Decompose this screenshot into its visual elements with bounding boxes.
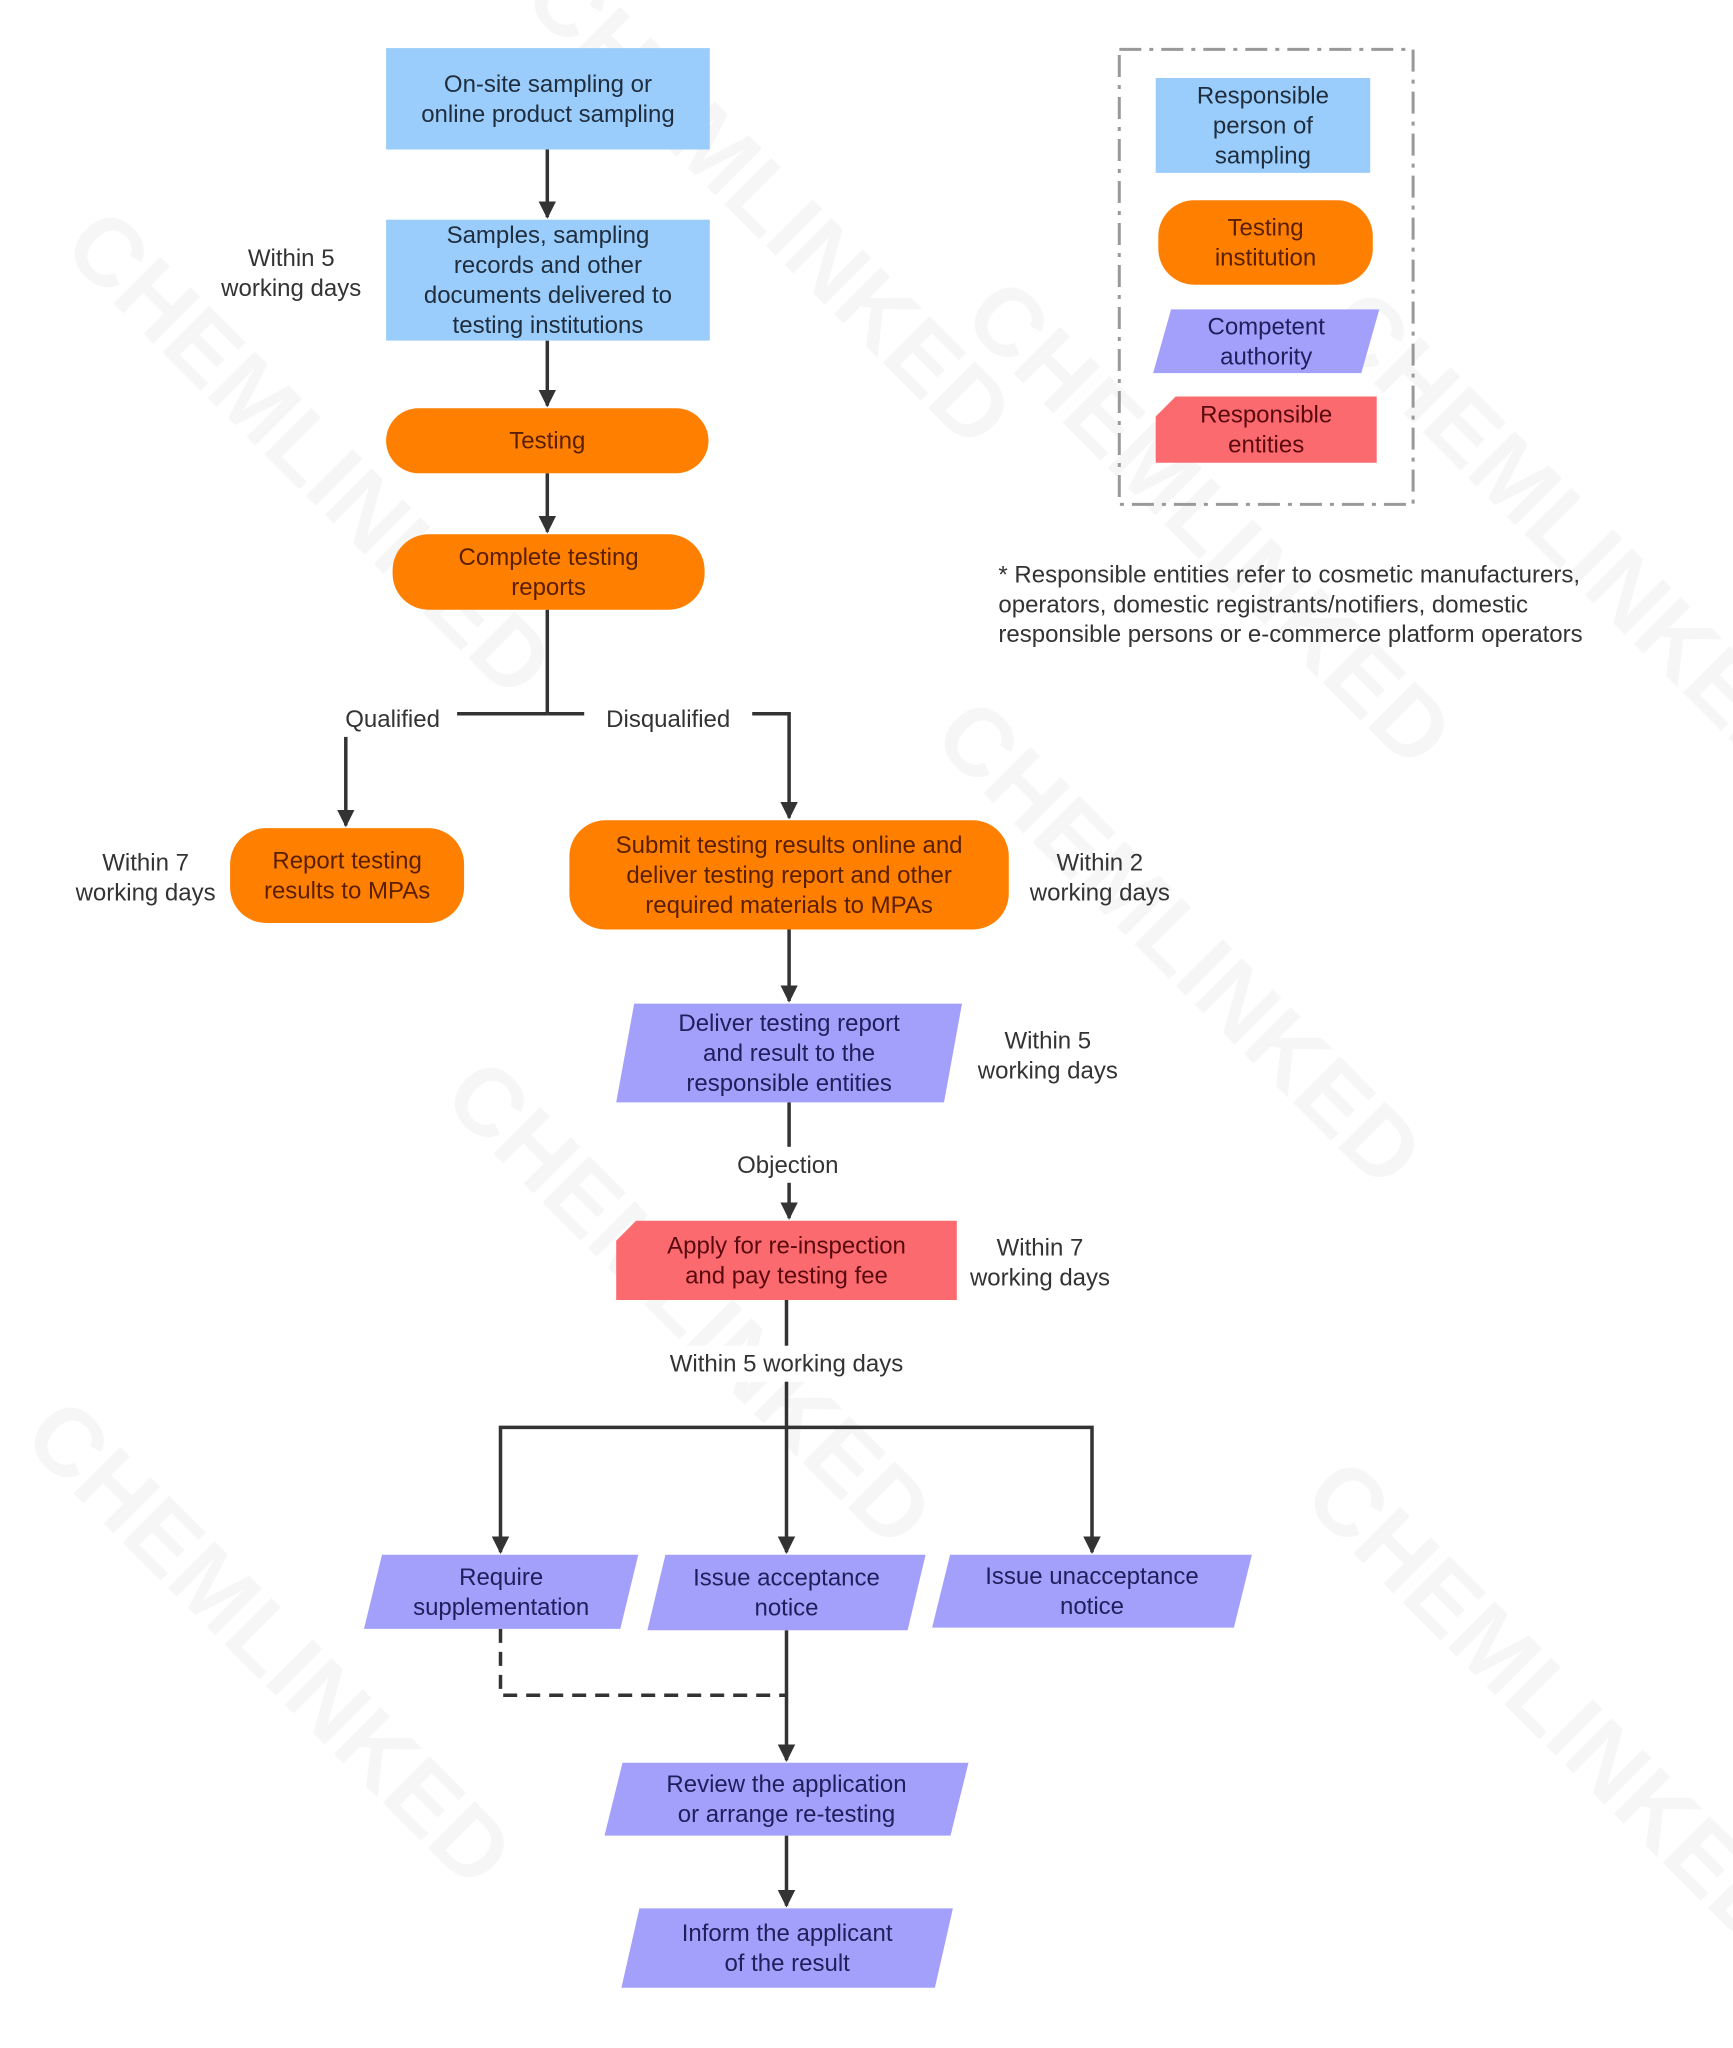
watermark-text: CHEMLINKED [1285,1439,1733,1967]
annotation-t-qualified: Qualified [328,700,458,737]
annotation-t-objection: Objection [723,1146,853,1183]
parallelogram-box [616,1003,962,1103]
cut-corner-box [616,1220,957,1300]
edge-split-n9 [491,1425,787,1554]
label-background [644,1345,929,1382]
watermark-text: CHEMLINKED [5,1379,533,1907]
parallelogram-box [621,1908,953,1988]
annotation-text: Disqualified [606,706,730,733]
process-box [386,48,710,150]
parallelogram-box [364,1554,639,1629]
legend-swatch [1158,200,1373,285]
annotation-text: Objection [737,1152,838,1179]
process-box [386,219,710,341]
edge-n9-n12-dashed [498,1628,787,1697]
annotation-text: Qualified [345,706,440,733]
watermark-text: CHEMLINKED [915,679,1443,1207]
label-background [328,700,458,737]
flow-node-n3: Testing [386,408,709,474]
legend-frame [1117,47,1415,506]
parallelogram-box [604,1762,969,1836]
parallelogram-box [647,1554,926,1631]
annotation-text: Within 5 working days [670,1351,903,1378]
parallelogram-box [932,1554,1252,1628]
legend-swatch [1153,309,1380,374]
label-background [723,1146,853,1183]
watermark-text: CHEMLINKED [425,1039,953,1567]
edge-split-n11 [786,1425,1101,1554]
label-background [584,700,753,737]
legend-swatch [1155,396,1377,463]
terminal-box [569,820,1009,930]
legend-swatch [1155,78,1371,173]
node-label: Testing [509,428,585,455]
terminal-box [386,408,709,474]
terminal-box [230,828,465,923]
footnote: * Responsible entities refer to cosmetic… [998,561,1582,648]
terminal-box [392,534,705,610]
annotation-t-disqualified: Disqualified [584,700,753,737]
annotation-t-within5-c: Within 5 working days [644,1345,929,1382]
